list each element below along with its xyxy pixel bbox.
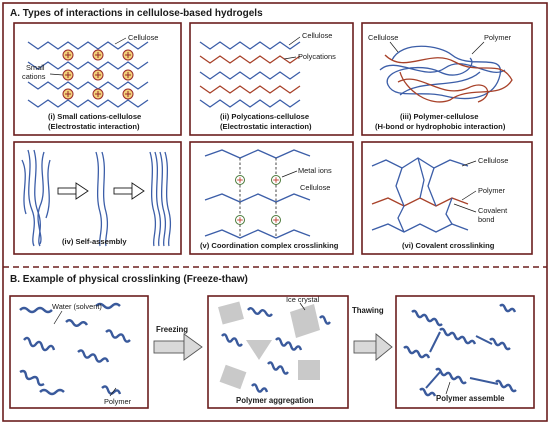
panel-coordination: Metal ions Cellulose (v) Coordination co…	[189, 141, 354, 255]
label-polymer-b: Polymer	[104, 397, 132, 406]
b-panel-1-frame	[9, 295, 149, 409]
caption-1a: (i) Small cations-cellulose	[48, 112, 141, 121]
label-cellulose-3: Cellulose	[368, 33, 398, 42]
caption-2a: (ii) Polycations-cellulose	[220, 112, 309, 121]
label-covalent: Covalent	[478, 206, 507, 215]
panel-thawed: Polymer assemble	[395, 295, 535, 409]
panel-6-frame	[361, 141, 533, 255]
label-metal-ions: Metal ions	[298, 166, 332, 175]
thawing-arrow: Thawing	[352, 306, 393, 361]
label-cellulose-1: Cellulose	[128, 33, 158, 42]
panel-4-frame	[13, 141, 182, 255]
label-ice: Ice crystal	[286, 295, 320, 304]
caption-3a: (iii) Polymer-cellulose	[400, 112, 479, 121]
label-water: Water (solvent)	[52, 302, 102, 311]
panel-2-frame	[189, 22, 354, 136]
freezing-arrow: Freezing	[153, 325, 203, 361]
caption-2b: (Electrostatic interaction)	[220, 122, 312, 131]
panel-polymer-cellulose: Cellulose Polymer (iii) Polymer-cellulos…	[361, 22, 533, 136]
panel-covalent: Cellulose Polymer Covalent bond (vi) Cov…	[361, 141, 533, 255]
panel-small-cations: Cellulose Small cations (i) Small cation…	[13, 22, 182, 136]
panel-3-frame	[361, 22, 533, 136]
panel-before-freezing: Water (solvent) Polymer	[9, 295, 149, 409]
b-panel-3-frame	[395, 295, 535, 409]
label-small: Small	[26, 63, 45, 72]
b-panel-2-frame	[207, 295, 349, 409]
panel-5-frame	[189, 141, 354, 255]
caption-4: (iv) Self-assembly	[62, 237, 127, 246]
section-b-title: B. Example of physical crosslinking (Fre…	[10, 274, 248, 285]
label-polycations: Polycations	[298, 52, 336, 61]
label-cellulose-5: Cellulose	[300, 183, 330, 192]
caption-6: (vi) Covalent crosslinking	[402, 241, 495, 250]
label-polymer-3: Polymer	[484, 33, 512, 42]
panel-frozen: Ice crystal Polymer aggregation	[207, 295, 349, 409]
label-aggregation: Polymer aggregation	[236, 396, 314, 405]
label-bond: bond	[478, 215, 494, 224]
label-cellulose-6: Cellulose	[478, 156, 508, 165]
caption-5: (v) Coordination complex crosslinking	[200, 241, 339, 250]
label-cellulose-2: Cellulose	[302, 31, 332, 40]
panel-self-assembly: (iv) Self-assembly	[13, 141, 182, 255]
label-polymer-6: Polymer	[478, 186, 506, 195]
section-a-title: A. Types of interactions in cellulose-ba…	[10, 8, 263, 19]
label-thawing: Thawing	[352, 306, 384, 315]
caption-3b: (H-bond or hydrophobic interaction)	[375, 122, 506, 131]
label-assemble: Polymer assemble	[436, 394, 505, 403]
label-cations: cations	[22, 72, 46, 81]
caption-1b: (Electrostatic interaction)	[48, 122, 140, 131]
panel-1-frame	[13, 22, 182, 136]
label-freezing: Freezing	[156, 325, 188, 334]
panel-polycations: Cellulose Polycations (ii) Polycations-c…	[189, 22, 354, 136]
